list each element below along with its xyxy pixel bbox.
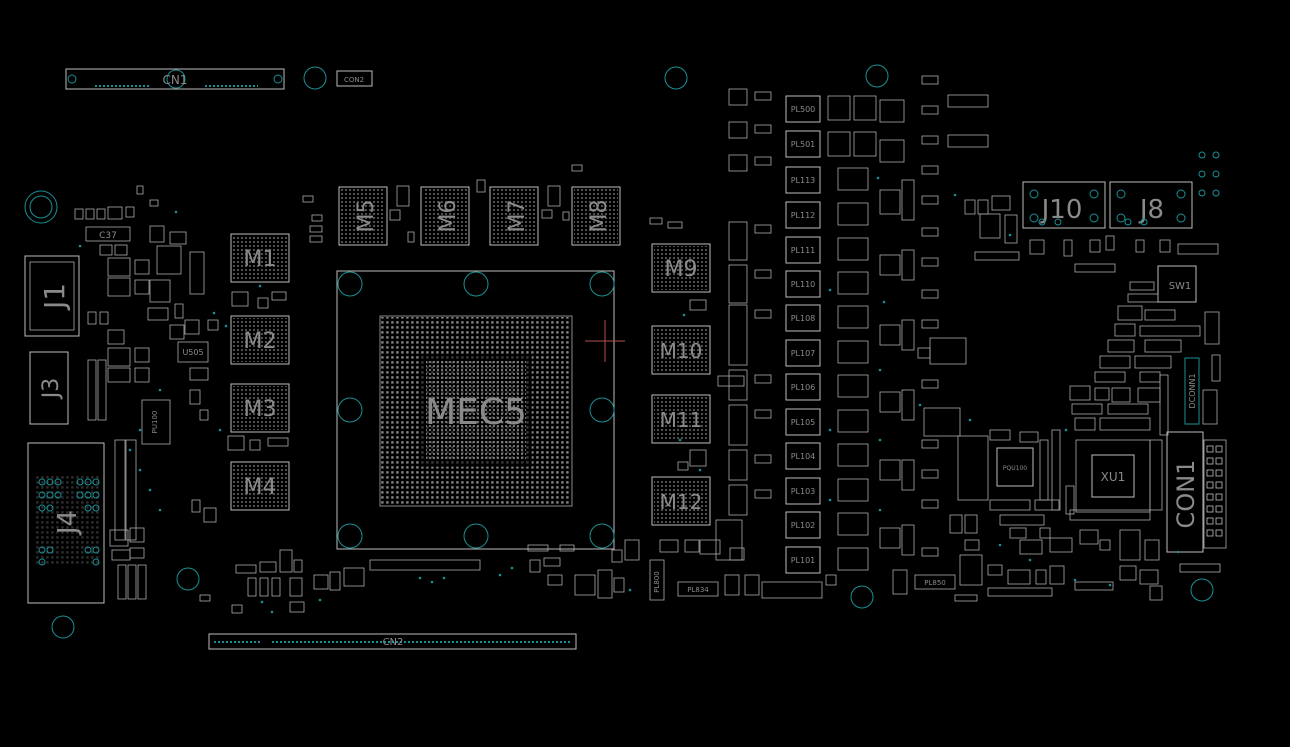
- inductor-label: PL500: [791, 105, 816, 114]
- connector-con1[interactable]: CON1: [1166, 431, 1227, 553]
- label-pl834: PL834: [687, 586, 709, 594]
- connector-j4[interactable]: J4: [27, 442, 105, 604]
- inductor-label: PL111: [791, 246, 816, 255]
- memory-chip-label: M12: [660, 490, 703, 514]
- connector-con1-label: CON1: [1172, 460, 1200, 529]
- connector-dconn[interactable]: DCONN1: [1184, 311, 1221, 425]
- memory-chip-label: M7: [505, 200, 530, 233]
- chip-xu1[interactable]: XU1: [1075, 439, 1151, 513]
- inductor-stack: PL113 PL112 PL111 PL110 PL108 PL107 PL10…: [785, 166, 821, 574]
- memory-chip-m3[interactable]: M3: [230, 383, 290, 433]
- connector-con2[interactable]: CON2: [303, 66, 373, 90]
- inductor-pl101[interactable]: PL101: [785, 546, 821, 574]
- switch-sw1-label: SW1: [1169, 281, 1192, 292]
- top-passives: [136, 164, 583, 243]
- connector-cn2-label: CN2: [383, 637, 404, 648]
- connector-j4-label: J4: [53, 510, 83, 536]
- right-passives: [954, 195, 1221, 602]
- inductor-label: PL107: [791, 349, 816, 358]
- connector-j3[interactable]: J3: [29, 351, 69, 425]
- memory-chip-m5[interactable]: M5: [338, 186, 388, 246]
- memory-chip-label: M8: [587, 200, 612, 233]
- switch-sw1[interactable]: SW1: [1157, 265, 1197, 303]
- label-pl800: PL800: [653, 571, 661, 592]
- inductor-pl103[interactable]: PL103: [785, 477, 821, 505]
- inductor-label: PL106: [791, 383, 816, 392]
- inductor-pl106[interactable]: PL106: [785, 373, 821, 401]
- memory-chip-m9[interactable]: M9: [651, 243, 711, 293]
- vrm-passives-left: [649, 88, 823, 601]
- memory-chip-m7[interactable]: M7: [489, 186, 539, 246]
- chip-pqu100-label: PQU100: [1003, 465, 1027, 472]
- memory-chip-label: M5: [354, 200, 379, 233]
- memory-chip-label: M1: [244, 247, 277, 272]
- inductor-label: PL104: [791, 452, 816, 461]
- gpu-label: MEC5: [425, 392, 527, 433]
- mosfet-column: [825, 75, 989, 595]
- crosshair-marker: [585, 320, 625, 362]
- inductor-pl113[interactable]: PL113: [785, 166, 821, 194]
- connector-j8[interactable]: J8: [1109, 181, 1193, 229]
- connector-cn1[interactable]: CN1: [65, 68, 285, 90]
- inductor-pl107[interactable]: PL107: [785, 339, 821, 367]
- left-passives: [74, 206, 289, 600]
- connector-j10[interactable]: J10: [1022, 181, 1106, 229]
- label-pl850: PL850: [924, 579, 945, 587]
- inductor-label: PL101: [791, 556, 816, 565]
- connector-j3-label: J3: [39, 378, 64, 401]
- memory-chip-m1[interactable]: M1: [230, 233, 290, 283]
- memory-chip-m11[interactable]: M11: [651, 394, 711, 444]
- connector-con2-label: CON2: [344, 76, 364, 84]
- memory-chip-label: M2: [244, 329, 277, 354]
- inductor-pl501[interactable]: PL501: [785, 130, 821, 158]
- bottom-passives: [199, 539, 640, 614]
- teal-vias: [78, 176, 1180, 614]
- memory-chip-label: M10: [660, 339, 703, 363]
- inductor-label: PL110: [791, 280, 816, 289]
- memory-chip-label: M4: [244, 475, 277, 500]
- inductor-label: PL105: [791, 418, 816, 427]
- inductor-pl108[interactable]: PL108: [785, 304, 821, 332]
- memory-chip-m2[interactable]: M2: [230, 315, 290, 365]
- teal-pads: [1038, 151, 1220, 226]
- connector-j10-label: J10: [1040, 195, 1083, 225]
- inductor-label: PL102: [791, 521, 816, 530]
- label-pu100: PU100: [151, 411, 159, 434]
- memory-chip-label: M3: [244, 397, 277, 422]
- inductor-label: PL112: [791, 211, 816, 220]
- inductor-pl500[interactable]: PL500: [785, 95, 821, 123]
- memory-chip-m6[interactable]: M6: [420, 186, 470, 246]
- memory-chip-label: M6: [436, 200, 461, 233]
- connector-cn1-label: CN1: [163, 73, 188, 87]
- inductor-pl110[interactable]: PL110: [785, 270, 821, 298]
- memory-chip-label: M9: [665, 257, 698, 282]
- inductor-pl104[interactable]: PL104: [785, 442, 821, 470]
- inductor-label: PL501: [791, 140, 816, 149]
- inductor-label: PL108: [791, 314, 816, 323]
- memory-chip-m12[interactable]: M12: [651, 476, 711, 526]
- connector-cn2[interactable]: CN2: [208, 633, 577, 650]
- connector-dconn-label: DCONN1: [1188, 373, 1197, 408]
- label-u505: U505: [182, 348, 203, 357]
- inductor-pl112[interactable]: PL112: [785, 201, 821, 229]
- connector-j1[interactable]: J1: [24, 255, 80, 337]
- inductor-label: PL113: [791, 176, 816, 185]
- connector-j1-label: J1: [38, 283, 71, 311]
- inductor-pl111[interactable]: PL111: [785, 236, 821, 264]
- inductor-pl102[interactable]: PL102: [785, 511, 821, 539]
- memory-chip-m10[interactable]: M10: [651, 325, 711, 375]
- inductor-pl105[interactable]: PL105: [785, 408, 821, 436]
- memory-chip-m8[interactable]: M8: [571, 186, 621, 246]
- chip-xu1-label: XU1: [1101, 470, 1126, 484]
- label-c37: C37: [99, 231, 117, 241]
- memory-chip-label: M11: [660, 408, 703, 432]
- chip-pqu100[interactable]: PQU100: [996, 447, 1034, 487]
- gpu-package[interactable]: MEC5: [336, 270, 615, 550]
- inductor-label: PL103: [791, 487, 816, 496]
- mounting-holes: [24, 64, 1214, 639]
- memory-chip-m4[interactable]: M4: [230, 461, 290, 511]
